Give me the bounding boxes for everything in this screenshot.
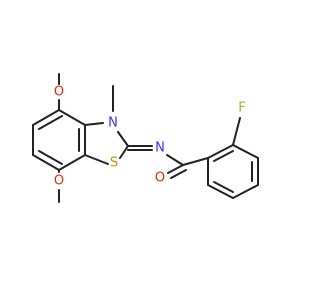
structure-canvas: O N S N O F O <box>32 73 259 203</box>
oxygen-top-label: O <box>54 85 64 100</box>
sulfur-label: S <box>110 156 118 171</box>
atom-labels: O N S N O F O <box>54 85 246 189</box>
oxygen-bottom-label: O <box>54 174 64 189</box>
imine-bond <box>127 145 153 151</box>
carbonyl-oxygen-label: O <box>155 171 165 186</box>
imine-nitrogen-label: N <box>155 141 165 156</box>
molecule-drawing: O N S N O F O <box>32 73 259 203</box>
fluorophenyl-ring <box>207 117 259 199</box>
amide <box>166 154 209 179</box>
benzo-ring <box>32 109 86 171</box>
fluorine-label: F <box>238 101 245 116</box>
ring-nitrogen-label: N <box>108 116 118 131</box>
thiazole-ring <box>84 122 129 165</box>
